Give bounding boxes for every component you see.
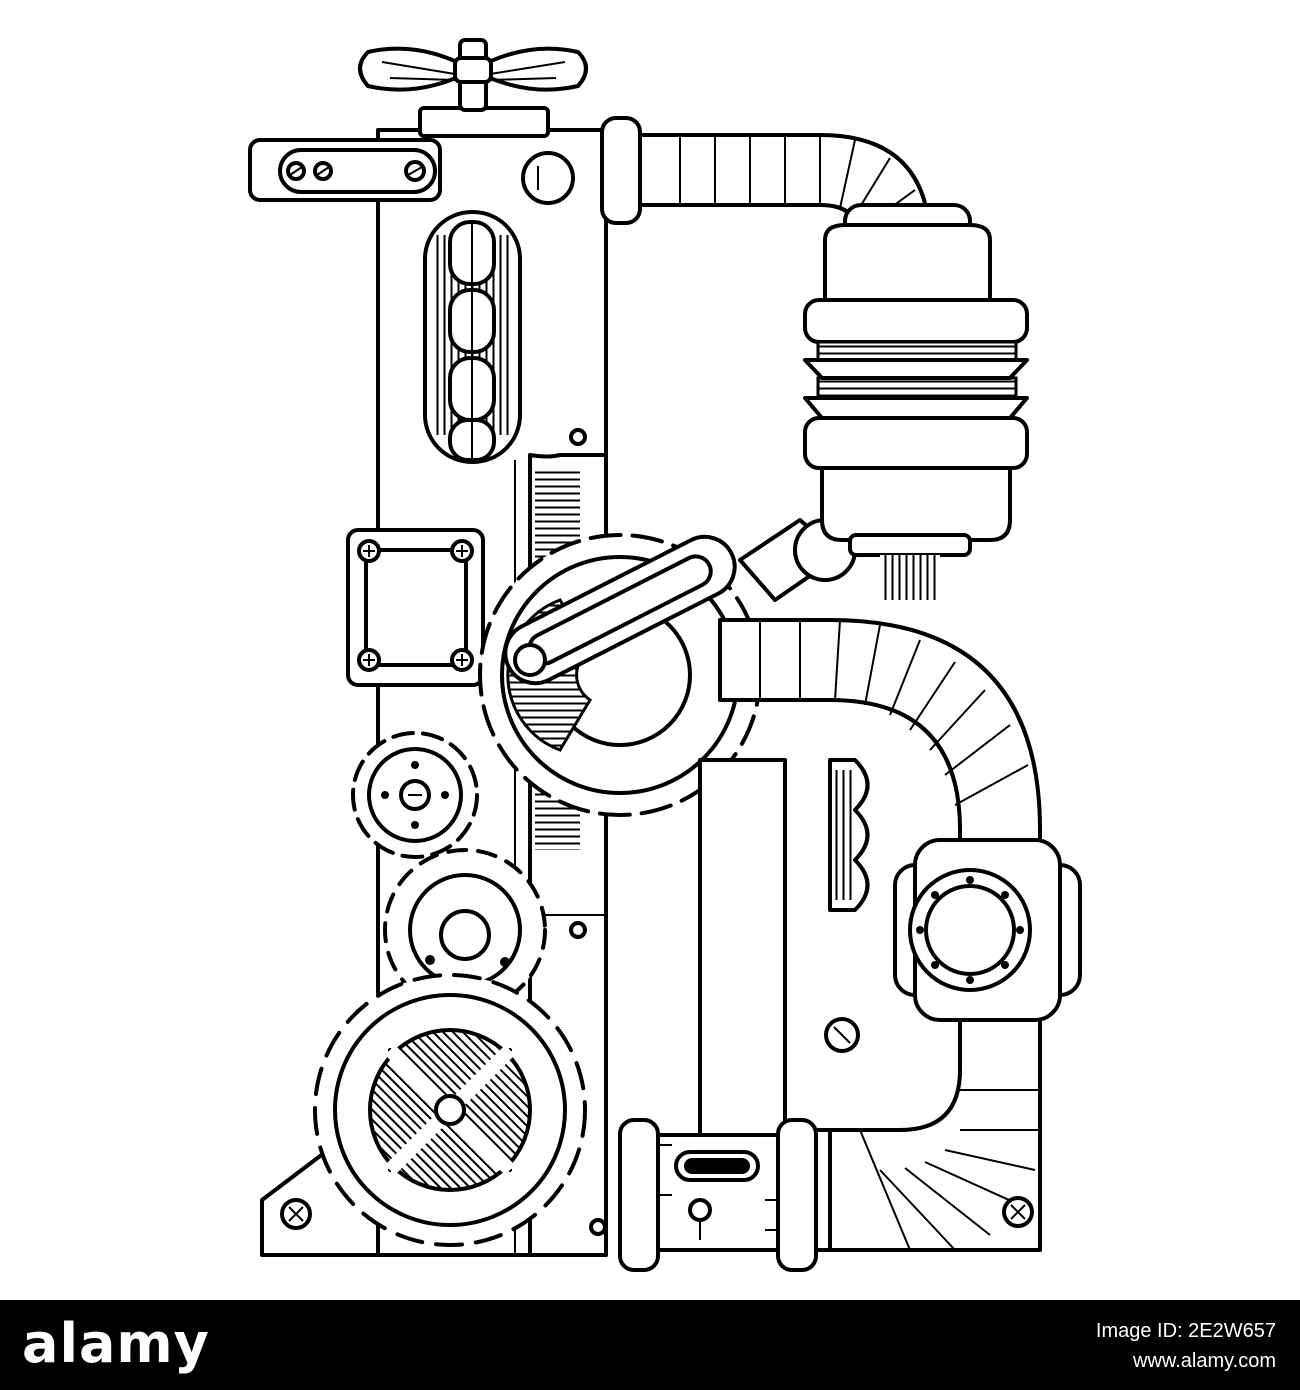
porthole-box [893, 838, 1082, 1022]
site-url-text: www.alamy.com [1133, 1350, 1276, 1372]
pipe-bend-right [698, 618, 1042, 1253]
big-gear-icon [313, 973, 587, 1247]
chain-links [448, 220, 496, 462]
image-id-text: Image ID: 2E2W657 [1095, 1320, 1276, 1342]
lever-arm [503, 518, 857, 686]
small-gear-icon [351, 731, 479, 859]
stock-footer-bar: alamy Image ID: 2E2W657 www.alamy.com [0, 1300, 1300, 1390]
screw-head [1002, 1196, 1034, 1228]
screw-head [280, 1198, 312, 1230]
steampunk-letter-b-artwork [248, 38, 1082, 1272]
image-meta: Image ID: 2E2W657 www.alamy.com [1096, 1316, 1276, 1376]
brand-logo: alamy [22, 1312, 210, 1375]
coil-cylinder [803, 203, 1029, 557]
propeller-icon [358, 46, 588, 92]
pipe-elbow-top [600, 116, 932, 262]
spur-gear-icon [383, 848, 547, 1012]
bottom-pipe [618, 1118, 818, 1272]
screw-head [521, 151, 575, 205]
